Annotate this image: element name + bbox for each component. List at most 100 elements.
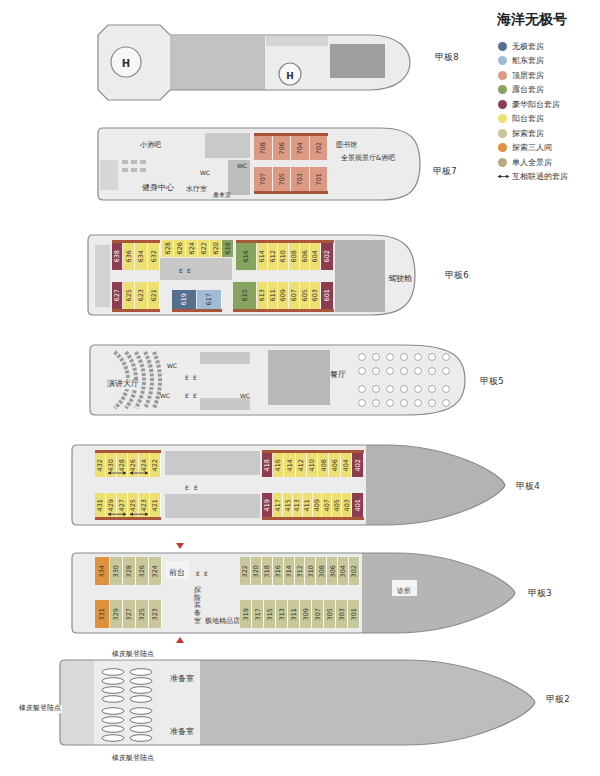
- cabin-number: 327: [126, 608, 133, 620]
- area-label: E: [184, 485, 190, 492]
- cabin-number: 622: [201, 242, 208, 254]
- area-label: 驾驶舱: [387, 275, 413, 283]
- label-box: 准备室: [169, 667, 195, 685]
- area-label: E: [178, 268, 184, 275]
- label-box: E: [186, 259, 192, 277]
- cabin-box: 308: [316, 557, 327, 585]
- cabin-number: 430: [108, 459, 115, 471]
- cabin-number: 418: [264, 459, 271, 471]
- cabin-box: 411: [303, 493, 313, 520]
- hull-outline: [98, 128, 420, 200]
- area-label: 诊所: [396, 588, 412, 596]
- cabin-box: 636: [123, 240, 135, 270]
- cabin-box: 409: [313, 493, 323, 520]
- area-label: 健身中心: [141, 184, 175, 192]
- zodiac-boat: [102, 696, 124, 703]
- cabin-box: 326: [136, 557, 149, 585]
- zodiac-boat: [130, 717, 152, 724]
- cabin-number: 616: [243, 250, 250, 262]
- label-box: 前台: [168, 561, 186, 579]
- deck-heading: 甲板2: [546, 694, 569, 706]
- cabin-box: 608: [289, 240, 300, 270]
- deck-hull: [98, 25, 410, 100]
- restaurant-table: [373, 386, 380, 393]
- cabin-box: 701: [310, 167, 329, 194]
- restaurant-table: [429, 400, 436, 407]
- vertical-label: 探险装备室: [194, 587, 201, 625]
- area-label: E: [192, 375, 198, 382]
- restaurant-table: [387, 386, 394, 393]
- cabin-box: 306: [327, 557, 338, 585]
- label-box: E: [178, 259, 184, 277]
- cabin-number: 602: [324, 250, 331, 262]
- hull-fill: [90, 345, 465, 415]
- cabin-number: 426: [130, 459, 137, 471]
- legend-sample-space: [498, 172, 512, 181]
- legend-swatch: [498, 143, 507, 152]
- cabin-number: 636: [126, 250, 133, 262]
- cabin-number: 613: [259, 289, 266, 301]
- cabin-number: 425: [130, 499, 137, 511]
- label-box: WC: [236, 154, 248, 172]
- cabin-number: 312: [297, 565, 304, 577]
- cabin-box: 422: [150, 450, 161, 477]
- service-area: [166, 561, 189, 579]
- service-area: [200, 398, 250, 410]
- label-box: WC: [199, 161, 211, 179]
- restaurant-table: [373, 400, 380, 407]
- restaurant-table: [387, 368, 394, 375]
- zodiac-boat: [130, 696, 152, 703]
- cabin-number: 311: [291, 608, 298, 620]
- hull-fill: [98, 128, 420, 200]
- cabin-number: 608: [291, 250, 298, 262]
- legend-text: 探索套房: [512, 128, 544, 139]
- cabin-number: 415: [285, 499, 292, 511]
- cabin-box: 309: [300, 600, 312, 628]
- legend-swatch: [498, 42, 507, 51]
- restaurant-table: [429, 386, 436, 393]
- cabin-number: 405: [334, 499, 341, 511]
- area-label: E: [184, 393, 190, 400]
- cabin-box: 319: [240, 600, 252, 628]
- restaurant-table: [373, 354, 380, 361]
- label-box: 准备室: [169, 720, 195, 738]
- cabin-box: 619: [172, 290, 197, 312]
- legend-row: 单人全景房: [498, 156, 552, 168]
- cabin-number: 701: [315, 173, 322, 185]
- cabin-box: 625: [123, 282, 135, 312]
- cabin-box: 305: [324, 600, 336, 628]
- label-box: E: [184, 366, 190, 384]
- cabin-number: 707: [260, 173, 267, 185]
- cabin-number: 618: [225, 242, 232, 254]
- cabin-box: 628: [162, 240, 174, 257]
- label-box: E: [195, 562, 201, 580]
- zodiac-boat: [130, 735, 152, 742]
- cabin-box: 412: [296, 450, 307, 477]
- deck-hull: [60, 660, 535, 745]
- label-box: E: [192, 384, 198, 402]
- zodiac-boat: [130, 678, 152, 685]
- deck-outline: 甲板2: [60, 660, 535, 745]
- deck-heading: 甲板3: [528, 588, 551, 600]
- cabin-number: 623: [138, 289, 145, 301]
- cabin-number: 626: [177, 242, 184, 254]
- service-area: [170, 36, 265, 91]
- helipad-circle: [279, 63, 301, 85]
- cabin-box: 424: [139, 450, 150, 477]
- cabin-number: 610: [280, 250, 287, 262]
- legend-text: 顶层套房: [512, 70, 544, 81]
- restaurant-table: [387, 400, 394, 407]
- cabin-box: 313: [276, 600, 288, 628]
- cabin-number: 306: [329, 565, 336, 577]
- cabin-box: 623: [135, 282, 147, 312]
- cabin-number: 410: [309, 459, 316, 471]
- cabin-box: 316: [273, 557, 284, 585]
- cabin-number: 427: [119, 499, 126, 511]
- label-box: 图书馆: [335, 133, 358, 151]
- area-label: 演讲大厅: [106, 380, 140, 389]
- service-area: [228, 160, 250, 195]
- cabin-number: 706: [278, 142, 285, 154]
- cabin-box: 425: [128, 493, 139, 520]
- legend-row: 无极套房: [498, 40, 544, 52]
- cabin-box: 324: [149, 557, 162, 585]
